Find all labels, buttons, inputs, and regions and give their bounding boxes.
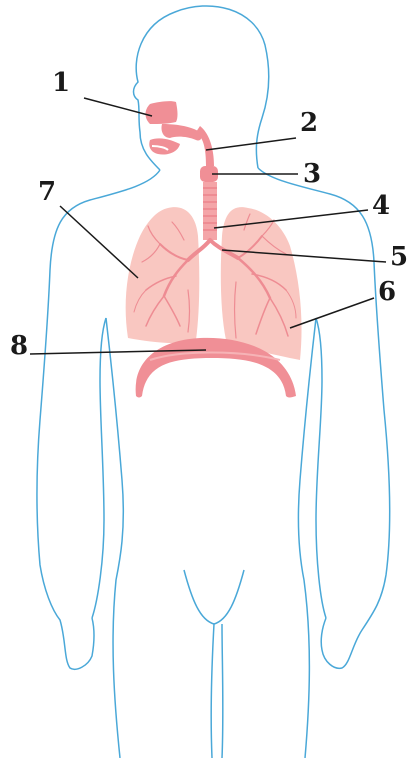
- left-lung: [126, 207, 200, 343]
- label-5: 5: [390, 242, 408, 272]
- label-2: 2: [300, 108, 318, 138]
- airway: [196, 126, 218, 240]
- trachea: [203, 182, 217, 240]
- label-3: 3: [303, 159, 321, 189]
- label-1: 1: [52, 68, 70, 98]
- body-outline: [37, 6, 390, 758]
- label-6: 6: [378, 277, 396, 307]
- leader-line-6: [290, 298, 374, 328]
- label-7: 7: [38, 177, 56, 207]
- label-4: 4: [372, 191, 390, 221]
- leader-line-7: [60, 206, 138, 278]
- leader-line-1: [84, 98, 152, 116]
- leader-line-2: [206, 138, 296, 150]
- label-8: 8: [10, 331, 28, 361]
- nasal-cavity: [146, 101, 202, 154]
